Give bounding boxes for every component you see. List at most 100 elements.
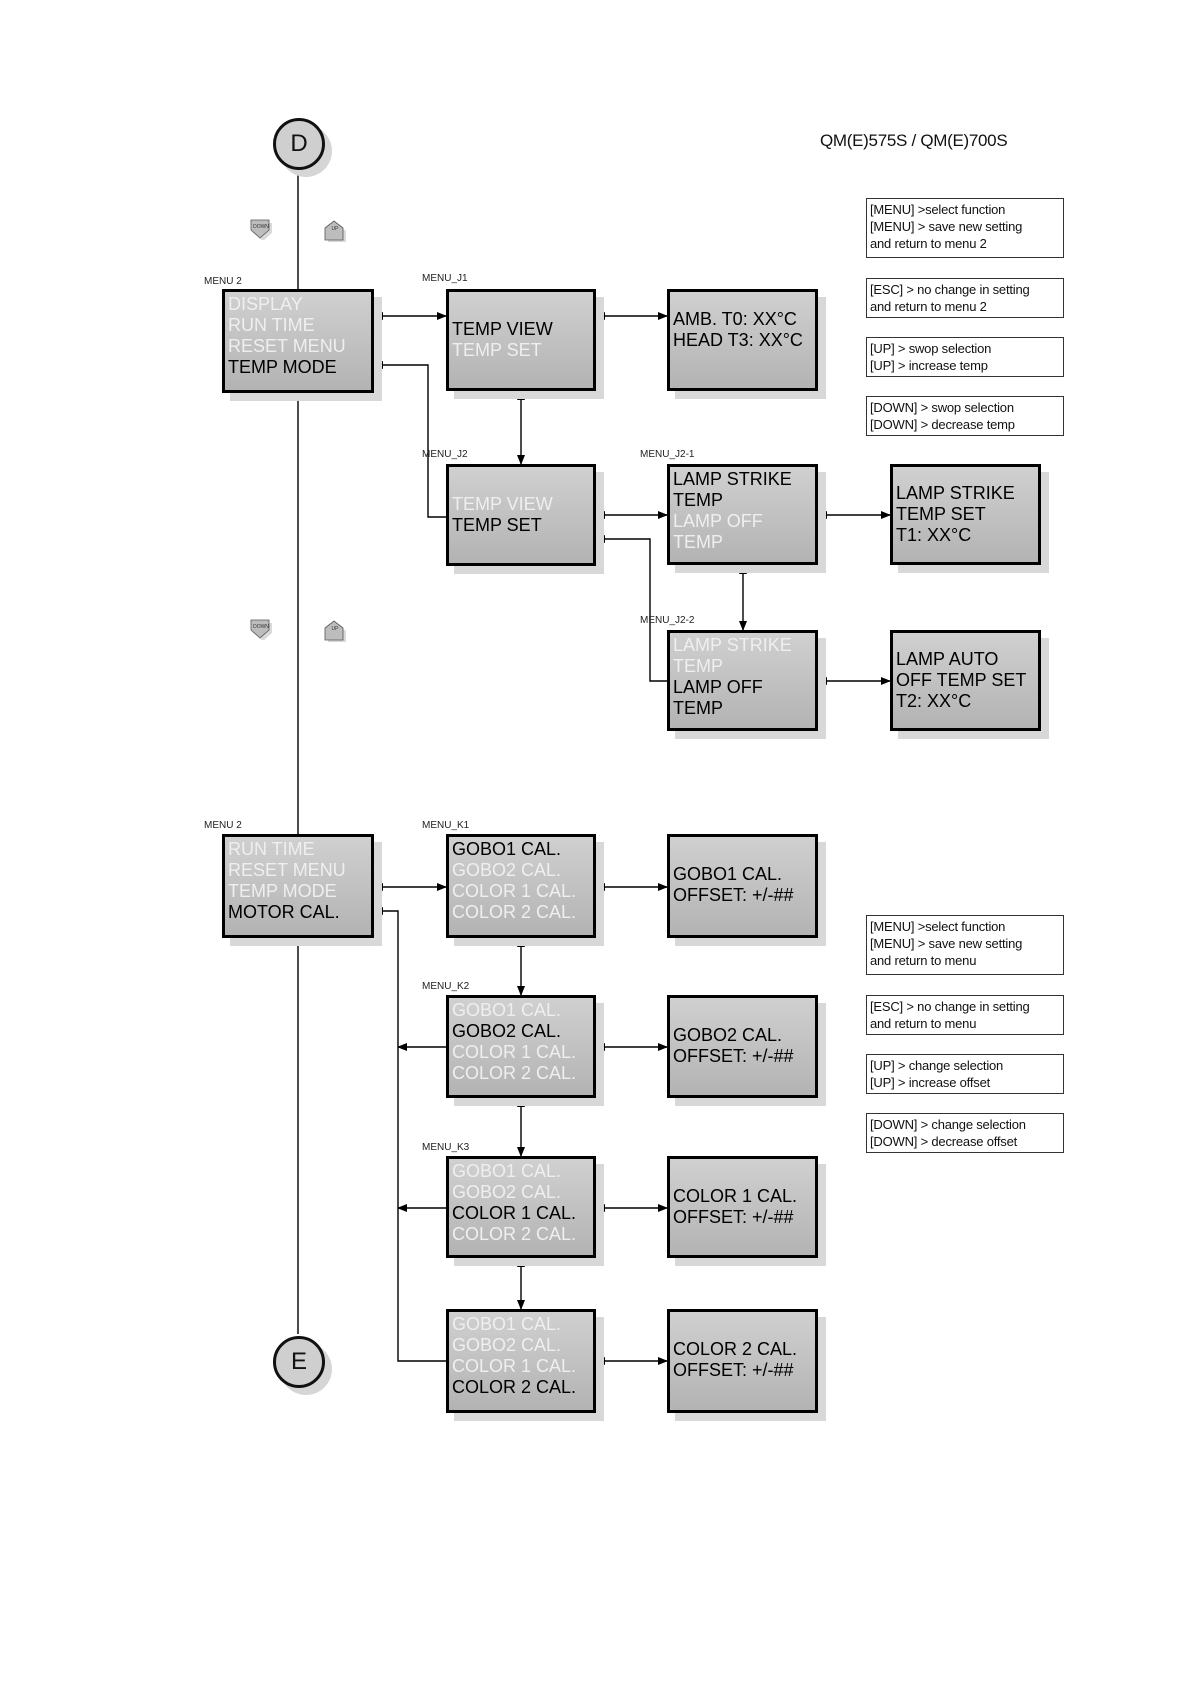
gobo1-offset-box: GOBO1 CAL. OFFSET: +/-## [667,834,818,938]
temp-readout-box: AMB. T0: XX°C HEAD T3: XX°C [667,289,818,391]
menu-k2-box: GOBO1 CAL. GOBO2 CAL. COLOR 1 CAL. COLOR… [446,995,596,1098]
connector-e: E [273,1336,325,1388]
menu-label-j1: MENU_J1 [422,273,468,284]
lamp-off-setting-box: LAMP AUTO OFF TEMP SET T2: XX°C [890,630,1041,731]
setting-value: T1: XX°C [896,525,972,545]
up-key-icon: UP [324,220,346,243]
menu-item-display: DISPLAY [228,294,303,314]
menu-j2-1-box: LAMP STRIKE TEMP LAMP OFF TEMP [667,464,818,565]
menu-item-color2-cal: COLOR 2 CAL. [452,1063,577,1083]
setting-value: OFFSET: +/-## [673,1046,794,1066]
legend-line: [DOWN] > decrease offset [870,1134,1018,1149]
down-key-icon: DOWN [250,618,272,641]
key-legend-down: [DOWN] > swop selection [DOWN] > decreas… [866,396,1064,436]
legend-line: [MENU] > save new setting [870,219,1023,234]
key-legend-esc: [ESC] > no change in setting and return … [866,278,1064,318]
menu-item-reset-menu: RESET MENU [228,336,346,356]
menu-label-k3: MENU_K3 [422,1142,470,1153]
menu-item-color2-cal: COLOR 2 CAL. [452,1224,577,1244]
legend-line: [DOWN] > swop selection [870,400,1014,415]
legend-line: [MENU] >select function [870,919,1006,934]
up-key-label: UP [331,626,339,632]
menu-label-menu2-b: MENU 2 [204,820,242,831]
up-key-label: UP [331,226,339,232]
setting-value: OFFSET: +/-## [673,885,794,905]
menu-item-lamp-off-temp: TEMP [673,532,724,552]
menu-item-lamp-strike-temp: TEMP [673,656,724,676]
setting-line: TEMP SET [896,504,986,524]
menu-item-lamp-off-temp: TEMP [673,698,724,718]
legend-line: [MENU] >select function [870,202,1006,217]
legend-line: [UP] > increase temp [870,358,988,373]
key-legend-up: [UP] > change selection [UP] > increase … [866,1054,1064,1094]
menu-label-j2-1: MENU_J2-1 [640,449,695,460]
menu-item-gobo2-cal: GOBO2 CAL. [452,1021,562,1041]
menu-label-j2: MENU_J2 [422,449,468,460]
setting-line: OFF TEMP SET [896,670,1027,690]
setting-line: COLOR 1 CAL. [673,1186,798,1206]
legend-line: [MENU] > save new setting [870,936,1023,951]
down-key-label: DOWN [253,624,269,630]
setting-value: OFFSET: +/-## [673,1360,794,1380]
setting-value: OFFSET: +/-## [673,1207,794,1227]
menu-item-color1-cal: COLOR 1 CAL. [452,1356,577,1376]
menu-item-lamp-off: LAMP OFF [673,511,763,531]
menu-item-gobo1-cal: GOBO1 CAL. [452,1161,562,1181]
menu2-motor-cal-box: RUN TIME RESET MENU TEMP MODE MOTOR CAL. [222,834,374,938]
color2-offset-box: COLOR 2 CAL. OFFSET: +/-## [667,1309,818,1413]
key-legend-esc: [ESC] > no change in setting and return … [866,995,1064,1035]
key-legend-menu: [MENU] >select function [MENU] > save ne… [866,915,1064,975]
legend-line: [DOWN] > decrease temp [870,417,1015,432]
down-key-icon: DOWN [250,218,272,241]
menu-item-temp-view: TEMP VIEW [452,319,553,339]
legend-line: [UP] > swop selection [870,341,992,356]
lamp-strike-setting-box: LAMP STRIKE TEMP SET T1: XX°C [890,464,1041,565]
menu-k3-box: GOBO1 CAL. GOBO2 CAL. COLOR 1 CAL. COLOR… [446,1156,596,1258]
menu-item-lamp-strike: LAMP STRIKE [673,635,792,655]
menu-label-k2: MENU_K2 [422,981,470,992]
menu-j2-box: TEMP VIEW TEMP SET [446,464,596,566]
legend-line: and return to menu 2 [870,236,987,251]
menu-j1-box: TEMP VIEW TEMP SET [446,289,596,391]
head-temp-readout: HEAD T3: XX°C [673,330,803,350]
menu-j2-2-box: LAMP STRIKE TEMP LAMP OFF TEMP [667,630,818,731]
menu-item-color1-cal: COLOR 1 CAL. [452,1042,577,1062]
legend-line: and return to menu [870,953,977,968]
setting-line: LAMP AUTO [896,649,999,669]
menu-item-run-time: RUN TIME [228,315,315,335]
up-key-icon: UP [324,620,346,643]
menu-item-motor-cal: MOTOR CAL. [228,902,340,922]
menu-label-menu2-a: MENU 2 [204,276,242,287]
down-key-label: DOWN [253,224,269,230]
setting-line: GOBO2 CAL. [673,1025,783,1045]
setting-line: GOBO1 CAL. [673,864,783,884]
menu-item-gobo1-cal: GOBO1 CAL. [452,839,562,859]
connector-d: D [273,118,325,170]
color1-offset-box: COLOR 1 CAL. OFFSET: +/-## [667,1156,818,1258]
menu-item-color2-cal: COLOR 2 CAL. [452,1377,577,1397]
menu-item-color1-cal: COLOR 1 CAL. [452,1203,577,1223]
menu-item-gobo1-cal: GOBO1 CAL. [452,1314,562,1334]
menu-item-temp-mode: TEMP MODE [228,357,337,377]
gobo2-offset-box: GOBO2 CAL. OFFSET: +/-## [667,995,818,1098]
menu-item-temp-view: TEMP VIEW [452,494,553,514]
menu-item-lamp-off: LAMP OFF [673,677,763,697]
menu-k1-box: GOBO1 CAL. GOBO2 CAL. COLOR 1 CAL. COLOR… [446,834,596,938]
menu-item-temp-mode: TEMP MODE [228,881,337,901]
menu2-temp-mode-box: DISPLAY RUN TIME RESET MENU TEMP MODE [222,289,374,393]
ambient-temp-readout: AMB. T0: XX°C [673,309,797,329]
key-legend-down: [DOWN] > change selection [DOWN] > decre… [866,1113,1064,1153]
menu-k4-box: GOBO1 CAL. GOBO2 CAL. COLOR 1 CAL. COLOR… [446,1309,596,1413]
menu-item-temp-set: TEMP SET [452,340,542,360]
legend-line: and return to menu [870,1016,977,1031]
menu-item-gobo2-cal: GOBO2 CAL. [452,860,562,880]
menu-item-gobo1-cal: GOBO1 CAL. [452,1000,562,1020]
key-legend-up: [UP] > swop selection [UP] > increase te… [866,337,1064,377]
setting-value: T2: XX°C [896,691,972,711]
menu-item-gobo2-cal: GOBO2 CAL. [452,1182,562,1202]
setting-line: COLOR 2 CAL. [673,1339,798,1359]
document-title: QM(E)575S / QM(E)700S [820,131,1008,150]
menu-item-color2-cal: COLOR 2 CAL. [452,902,577,922]
legend-line: [UP] > change selection [870,1058,1004,1073]
legend-line: [DOWN] > change selection [870,1117,1026,1132]
